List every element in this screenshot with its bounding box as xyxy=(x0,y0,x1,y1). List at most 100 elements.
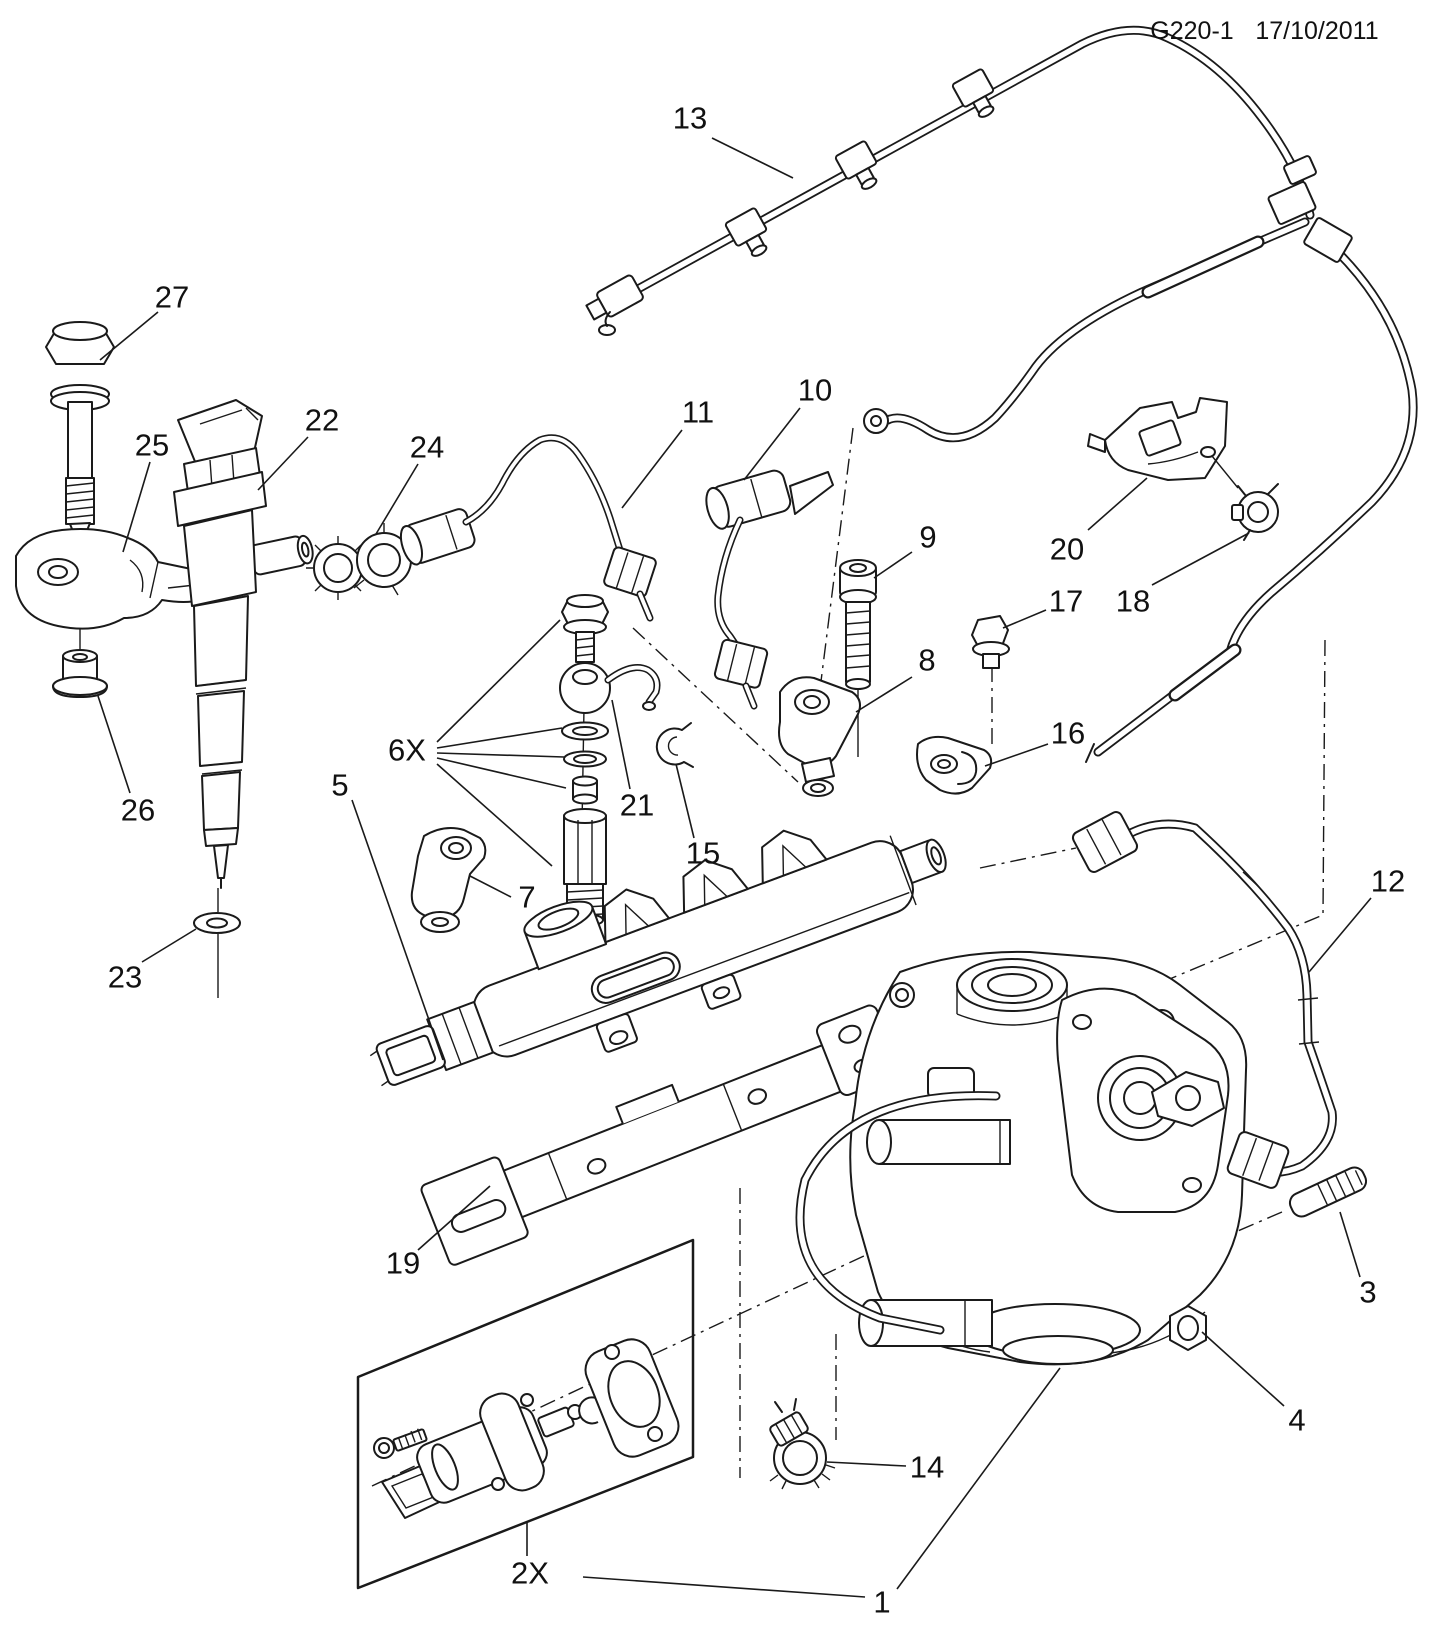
leader-line-14 xyxy=(826,1461,907,1467)
callout-14: 14 xyxy=(910,1450,944,1485)
leader-line-23 xyxy=(141,928,197,963)
leader-line-8 xyxy=(855,676,913,713)
callout-9: 9 xyxy=(919,520,936,555)
callout-16: 16 xyxy=(1051,716,1085,751)
hose-clip-18 xyxy=(1231,483,1279,541)
callout-4: 4 xyxy=(1288,1403,1305,1438)
hp-pipe-12 xyxy=(1071,811,1337,1189)
rail-pressure-sensor xyxy=(369,1000,494,1087)
callout-24: 24 xyxy=(410,430,444,465)
callout-27: 27 xyxy=(155,280,189,315)
injection-pipe-10 xyxy=(705,469,834,710)
callout-7: 7 xyxy=(518,880,535,915)
leader-line-1 xyxy=(582,1576,866,1598)
callout-10: 10 xyxy=(798,373,832,408)
clamp-bolt xyxy=(45,321,115,650)
injection-pipe-11 xyxy=(462,434,657,622)
pump-top-cap xyxy=(956,958,1068,1026)
leader-line-6X xyxy=(436,757,567,789)
return-elbow-21 xyxy=(604,664,661,711)
hose-end-connector xyxy=(585,274,644,321)
injector-washer xyxy=(193,912,241,934)
callout-19: 19 xyxy=(386,1246,420,1281)
rail-inlet-port xyxy=(523,900,608,971)
leader-line-5 xyxy=(351,799,444,1061)
small-bracket-7 xyxy=(410,827,487,933)
leader-line-3 xyxy=(1339,1211,1361,1278)
leader-line-11 xyxy=(621,429,683,509)
pipe-coupler xyxy=(306,508,476,600)
scv-bolt xyxy=(373,1428,428,1459)
callout-18: 18 xyxy=(1116,584,1150,619)
leader-line-27 xyxy=(99,311,159,361)
leader-line-6X xyxy=(436,619,561,743)
rail-bracket-8 xyxy=(778,676,861,797)
suction-control-valve xyxy=(381,1392,599,1519)
pump-front-flange xyxy=(1056,987,1230,1213)
leader-line-18 xyxy=(1151,532,1250,586)
leader-line-13 xyxy=(711,137,794,179)
leader-line-22 xyxy=(257,436,309,491)
leader-line-9 xyxy=(873,551,913,579)
retaining-clip-15 xyxy=(655,722,694,768)
callout-26: 26 xyxy=(121,793,155,828)
fuel-return-hose xyxy=(585,25,1418,763)
callout-21: 21 xyxy=(620,788,654,823)
callout-17: 17 xyxy=(1049,584,1083,619)
leader-line-10 xyxy=(743,407,801,481)
leader-line-26 xyxy=(97,695,131,794)
hose-clamp xyxy=(724,207,768,257)
callout-11: 11 xyxy=(682,395,714,430)
callout-1: 1 xyxy=(873,1585,890,1620)
callout-20: 20 xyxy=(1050,532,1084,567)
callout-12: 12 xyxy=(1371,864,1405,899)
fuel-injector xyxy=(173,399,314,998)
leader-line-21 xyxy=(611,699,631,790)
scv-gasket xyxy=(584,1338,680,1458)
fuel-rail xyxy=(369,829,947,1087)
leader-line-6X xyxy=(436,752,565,758)
scv-panel xyxy=(356,1238,695,1590)
leader-line-1 xyxy=(896,1367,1061,1590)
pump-inlet-stub xyxy=(866,1119,1011,1165)
pressure-valve-stack xyxy=(559,594,661,946)
flange-bolt-17 xyxy=(971,615,1010,669)
callout-8: 8 xyxy=(918,643,935,678)
leader-line-6X xyxy=(436,763,553,867)
hose-clamp xyxy=(834,140,878,190)
pump-union-fitting xyxy=(1151,1071,1225,1127)
stud-3 xyxy=(1288,1166,1368,1218)
drawing-code: G220-1 xyxy=(1150,17,1233,45)
leader-line-7 xyxy=(469,875,512,898)
leader-line-4 xyxy=(1201,1331,1285,1407)
callout-13: 13 xyxy=(673,101,707,136)
leader-line-15 xyxy=(675,763,695,839)
socket-bolt xyxy=(839,559,877,757)
hose-clamp-14 xyxy=(769,1398,836,1490)
hose-bracket-20 xyxy=(1087,397,1239,489)
callout-25: 25 xyxy=(135,428,169,463)
callout-15: 15 xyxy=(686,836,720,871)
injector-clamp xyxy=(15,528,206,630)
high-pressure-pump xyxy=(795,950,1248,1366)
hose-banjo-eye xyxy=(863,408,889,434)
leader-line-20 xyxy=(1087,477,1148,531)
injector-spacer xyxy=(52,649,108,698)
hose-junction xyxy=(1267,155,1353,263)
leader-line-19 xyxy=(417,1185,491,1251)
nut-4 xyxy=(1169,1305,1207,1351)
callout-6X: 6X xyxy=(388,733,426,768)
callout-2X: 2X xyxy=(511,1556,549,1591)
callout-5: 5 xyxy=(331,768,348,803)
pipe-bracket-16 xyxy=(916,735,993,795)
leader-line-25 xyxy=(122,461,151,553)
callout-22: 22 xyxy=(305,403,339,438)
callout-23: 23 xyxy=(108,960,142,995)
leader-line-6X xyxy=(436,727,563,749)
leader-line-24 xyxy=(375,463,419,535)
hose-clamp xyxy=(951,68,995,118)
drawing-date: 17/10/2011 xyxy=(1255,17,1378,45)
